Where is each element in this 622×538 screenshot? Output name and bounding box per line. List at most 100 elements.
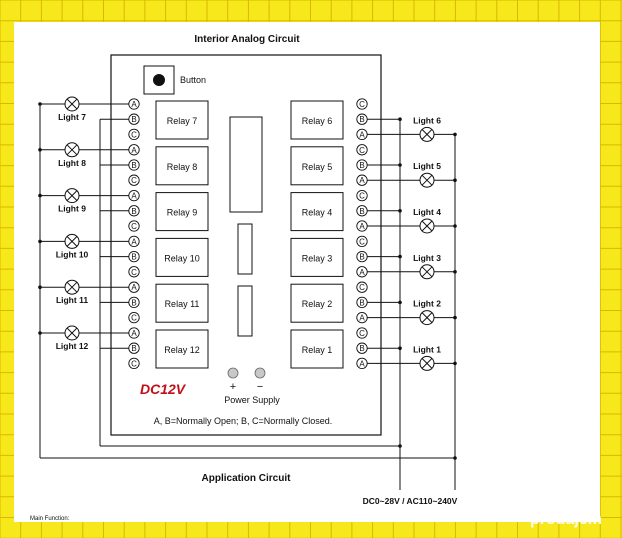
terminal-right-0-C-ring — [356, 98, 368, 110]
relay-right-5-box — [290, 329, 344, 369]
relay-right-4-label: Relay 2 — [302, 299, 333, 309]
watermark-line1: kupujem — [527, 492, 593, 509]
left-junction-2 — [38, 193, 42, 198]
relay-left-1-label: Relay 8 — [167, 162, 198, 172]
power-minus-terminal — [254, 367, 266, 379]
terminal-left-0-A: A — [131, 100, 137, 109]
terminal-left-5-A: A — [131, 329, 137, 338]
terminal-right-3-C-ring — [356, 235, 368, 248]
terminal-right-4-A: A — [359, 314, 365, 323]
terminal-left-1-C: C — [131, 176, 137, 185]
terminal-right-4-B: B — [359, 298, 364, 307]
relay-left-3-label: Relay 10 — [164, 253, 200, 263]
relay-left-0-box — [155, 100, 209, 140]
supply-spec-label: DC0~28V / AC110~240V — [363, 496, 458, 506]
right-junction2-5 — [398, 346, 402, 351]
relay-right-5-label: Relay 1 — [302, 345, 333, 355]
terminal-left-0-B: B — [131, 115, 136, 124]
terminal-left-4-C-ring — [128, 311, 140, 324]
left-junction-1 — [38, 148, 42, 152]
dc12v-label: DC12V — [140, 381, 187, 397]
terminal-right-5-B: B — [359, 344, 364, 353]
main-function-text: Main Function: — [30, 516, 70, 522]
right-junction-5 — [453, 361, 457, 366]
relay-right-0-label: Relay 6 — [302, 116, 333, 126]
terminal-right-1-C: C — [359, 146, 365, 155]
terminal-left-5-C-ring — [128, 357, 140, 370]
terminal-left-1-A: A — [131, 146, 137, 155]
power-plus-label: + — [230, 381, 236, 393]
terminal-right-4-C: C — [359, 283, 365, 292]
relay-right-1-label: Relay 5 — [302, 162, 333, 172]
terminal-left-2-C: C — [131, 222, 137, 231]
terminal-right-1-B: B — [359, 161, 364, 170]
terminal-right-0-B: B — [359, 115, 364, 124]
terminal-left-4-A: A — [131, 283, 137, 292]
power-supply-label: Power Supply — [224, 395, 280, 405]
interior-circuit-title: Interior Analog Circuit — [194, 34, 300, 45]
terminal-left-3-C: C — [131, 268, 137, 277]
left-junction-3 — [38, 239, 42, 244]
terminal-right-2-C: C — [359, 192, 365, 201]
right-junction2-1 — [398, 163, 402, 167]
left-junction-4 — [38, 285, 42, 290]
right-junction-2 — [453, 224, 457, 228]
terminal-right-5-C-ring — [356, 327, 368, 339]
application-circuit-title: Application Circuit — [202, 473, 292, 484]
light-label-right-0: Light 6 — [413, 115, 441, 125]
light-label-right-2: Light 4 — [413, 207, 441, 217]
right-junction2-3 — [398, 254, 402, 259]
terminal-left-2-C-ring — [128, 220, 140, 232]
relay-right-0-box — [290, 100, 344, 140]
terminal-right-1-C-ring — [356, 144, 368, 156]
terminal-left-0-C-ring — [128, 128, 140, 141]
chip-large — [229, 116, 263, 213]
light-label-left-4: Light 11 — [56, 295, 88, 305]
light-label-left-3: Light 10 — [56, 249, 89, 259]
terminal-left-1-B: B — [131, 161, 136, 170]
terminal-right-2-A: A — [359, 222, 365, 231]
terminal-right-2-B: B — [359, 207, 364, 216]
terminal-right-2-C-ring — [356, 189, 368, 202]
light-label-left-0: Light 7 — [58, 112, 86, 122]
relay-left-2-label: Relay 9 — [167, 208, 198, 218]
right-junction2-2 — [398, 209, 402, 213]
terminal-right-1-A: A — [359, 176, 365, 185]
right-junction-1 — [453, 178, 457, 182]
right-junction2-4 — [398, 300, 402, 305]
light-label-right-4: Light 2 — [413, 299, 441, 309]
relay-left-3-box — [155, 237, 209, 277]
terminal-right-0-C: C — [359, 100, 365, 109]
relay-left-1-box — [155, 146, 209, 186]
terminal-left-0-C: C — [131, 130, 137, 139]
terminal-left-4-C: C — [131, 314, 137, 323]
relay-right-1-box — [290, 146, 344, 186]
chip-small-bottom — [237, 285, 253, 337]
right-junction2-0 — [398, 117, 402, 121]
relay-left-2-box — [155, 192, 209, 232]
power-minus-label: − — [257, 381, 263, 393]
terminal-left-5-C: C — [131, 359, 137, 368]
light-label-right-1: Light 5 — [413, 161, 441, 171]
terminal-left-3-B: B — [131, 253, 136, 262]
left-junction-5 — [38, 331, 42, 335]
bottom-junction-right2 — [398, 444, 402, 448]
terminal-left-4-B: B — [131, 298, 136, 307]
light-label-left-2: Light 9 — [58, 204, 86, 214]
contact-note: A, B=Normally Open; B, C=Normally Closed… — [154, 416, 333, 426]
relay-right-3-box — [290, 237, 344, 277]
terminal-right-3-C: C — [359, 237, 365, 246]
terminal-left-5-B: B — [131, 344, 136, 353]
watermark-line2: prodajem — [530, 511, 602, 528]
button-dot-icon — [153, 74, 165, 86]
terminal-right-3-B: B — [359, 253, 364, 262]
relay-left-4-label: Relay 11 — [165, 299, 200, 309]
left-junction-0 — [38, 102, 42, 106]
terminal-left-3-C-ring — [128, 266, 140, 278]
relay-right-3-label: Relay 3 — [302, 253, 333, 263]
external-wiring — [38, 102, 457, 490]
